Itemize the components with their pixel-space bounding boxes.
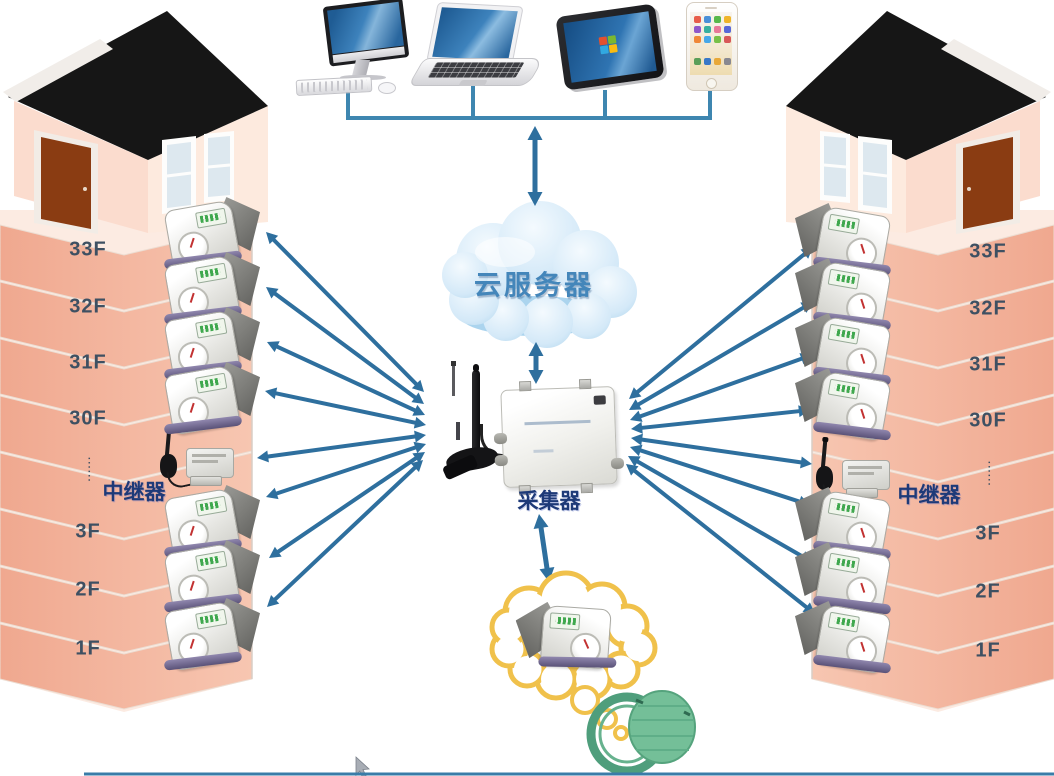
water-meter	[160, 540, 260, 618]
arrowhead	[267, 341, 280, 353]
arrowhead	[269, 546, 282, 558]
wireless-link-arrow	[636, 305, 806, 407]
cloud-server-icon	[442, 201, 637, 348]
device-bus-lines	[346, 86, 712, 120]
floor-label: 1F	[75, 637, 101, 660]
collector-label: 采集器	[517, 490, 581, 513]
arrowhead	[528, 342, 544, 356]
wireless-link-arrow	[638, 448, 802, 504]
wireless-link-arrow	[275, 344, 417, 413]
wireless-link-arrow	[273, 291, 417, 400]
bubble-trail-dot	[613, 725, 629, 741]
arrowhead	[630, 410, 643, 422]
floor-label: 3F	[75, 520, 101, 543]
door	[963, 137, 1013, 229]
arrowhead	[527, 192, 543, 206]
tablet-icon	[555, 3, 666, 92]
floor-label: 31F	[69, 351, 107, 374]
antenna-icon	[472, 364, 480, 452]
floor-label: 32F	[69, 295, 107, 318]
water-meter-in-bubble	[514, 597, 621, 683]
arrowhead	[528, 370, 544, 384]
floor-label: 3F	[975, 522, 1001, 545]
arrowhead	[265, 387, 278, 400]
water-meter	[795, 370, 895, 446]
water-meter	[160, 307, 260, 385]
floor-label: 33F	[69, 238, 107, 261]
roof	[8, 11, 268, 160]
wireless-link-arrow	[271, 237, 419, 387]
arrowhead	[626, 464, 639, 476]
arrowhead	[800, 456, 812, 469]
water-meter	[160, 252, 260, 330]
desktop-computer-icon	[295, 0, 410, 96]
water-meter	[795, 603, 895, 679]
water-meter	[160, 362, 260, 440]
wireless-link-arrow	[640, 409, 801, 430]
arrowhead	[411, 379, 424, 392]
door	[41, 137, 91, 229]
manhole-lid	[628, 690, 696, 764]
wireless-link-arrow	[635, 252, 807, 394]
arrowhead	[411, 392, 424, 404]
arrowhead	[628, 456, 641, 467]
arrowhead	[266, 232, 279, 245]
arrowhead	[410, 460, 423, 473]
arrowhead	[527, 126, 543, 140]
left-house	[3, 11, 268, 234]
floor-label: 2F	[975, 580, 1001, 603]
arrowhead	[629, 387, 642, 399]
arrowhead	[413, 416, 426, 429]
collector-device	[440, 358, 625, 496]
water-meter	[160, 598, 260, 676]
cloud-server-label: 云服务器	[474, 270, 594, 301]
arrowhead	[539, 567, 555, 582]
wireless-link-arrow	[273, 391, 418, 425]
arrowhead	[412, 452, 425, 464]
collector-box	[493, 378, 625, 496]
arrowhead	[267, 594, 280, 607]
wireless-link-arrow	[638, 356, 804, 419]
repeater-label-right: 中继器	[897, 484, 961, 507]
floor-label: 33F	[969, 240, 1007, 263]
arrowhead	[631, 433, 643, 446]
wireless-link-arrow	[640, 437, 803, 465]
floor-ellipsis: ······	[983, 461, 994, 487]
wireless-link-arrow	[274, 445, 418, 496]
wireless-link-arrow	[635, 459, 805, 559]
floor-label: 30F	[69, 407, 107, 430]
water-meter	[160, 197, 260, 275]
smartphone-icon	[686, 2, 738, 91]
wireless-link-arrow	[276, 456, 418, 554]
arrowhead	[414, 430, 426, 443]
roof	[786, 11, 1046, 160]
floor-label: 1F	[975, 639, 1001, 662]
arrowhead	[629, 399, 642, 410]
floor-label: 32F	[969, 297, 1007, 320]
arrowhead	[266, 487, 279, 500]
arrowhead	[630, 444, 643, 457]
windows-logo-icon	[598, 35, 618, 55]
floor-ellipsis: ······	[83, 457, 94, 483]
floor-label: 2F	[75, 578, 101, 601]
meter-pit-cover	[586, 690, 696, 776]
floor-label: 31F	[969, 353, 1007, 376]
water-meter	[160, 485, 260, 563]
arrowhead	[533, 514, 549, 529]
wireless-link-arrow	[632, 468, 809, 610]
bubble-trail-dot	[570, 685, 600, 715]
right-house	[786, 11, 1051, 234]
arrowhead	[266, 287, 279, 299]
repeater-device-left	[150, 427, 236, 491]
arrowhead	[257, 450, 269, 463]
wireless-link-arrow	[273, 465, 417, 602]
floor-label: 30F	[969, 409, 1007, 432]
repeater-label-left: 中继器	[102, 481, 166, 504]
arrowhead	[412, 404, 425, 416]
wireless-link-arrow	[538, 525, 550, 571]
arrowhead	[631, 421, 643, 434]
arrowhead	[413, 441, 426, 454]
wireless-link-arrow	[266, 434, 417, 459]
laptop-icon	[407, 2, 545, 88]
